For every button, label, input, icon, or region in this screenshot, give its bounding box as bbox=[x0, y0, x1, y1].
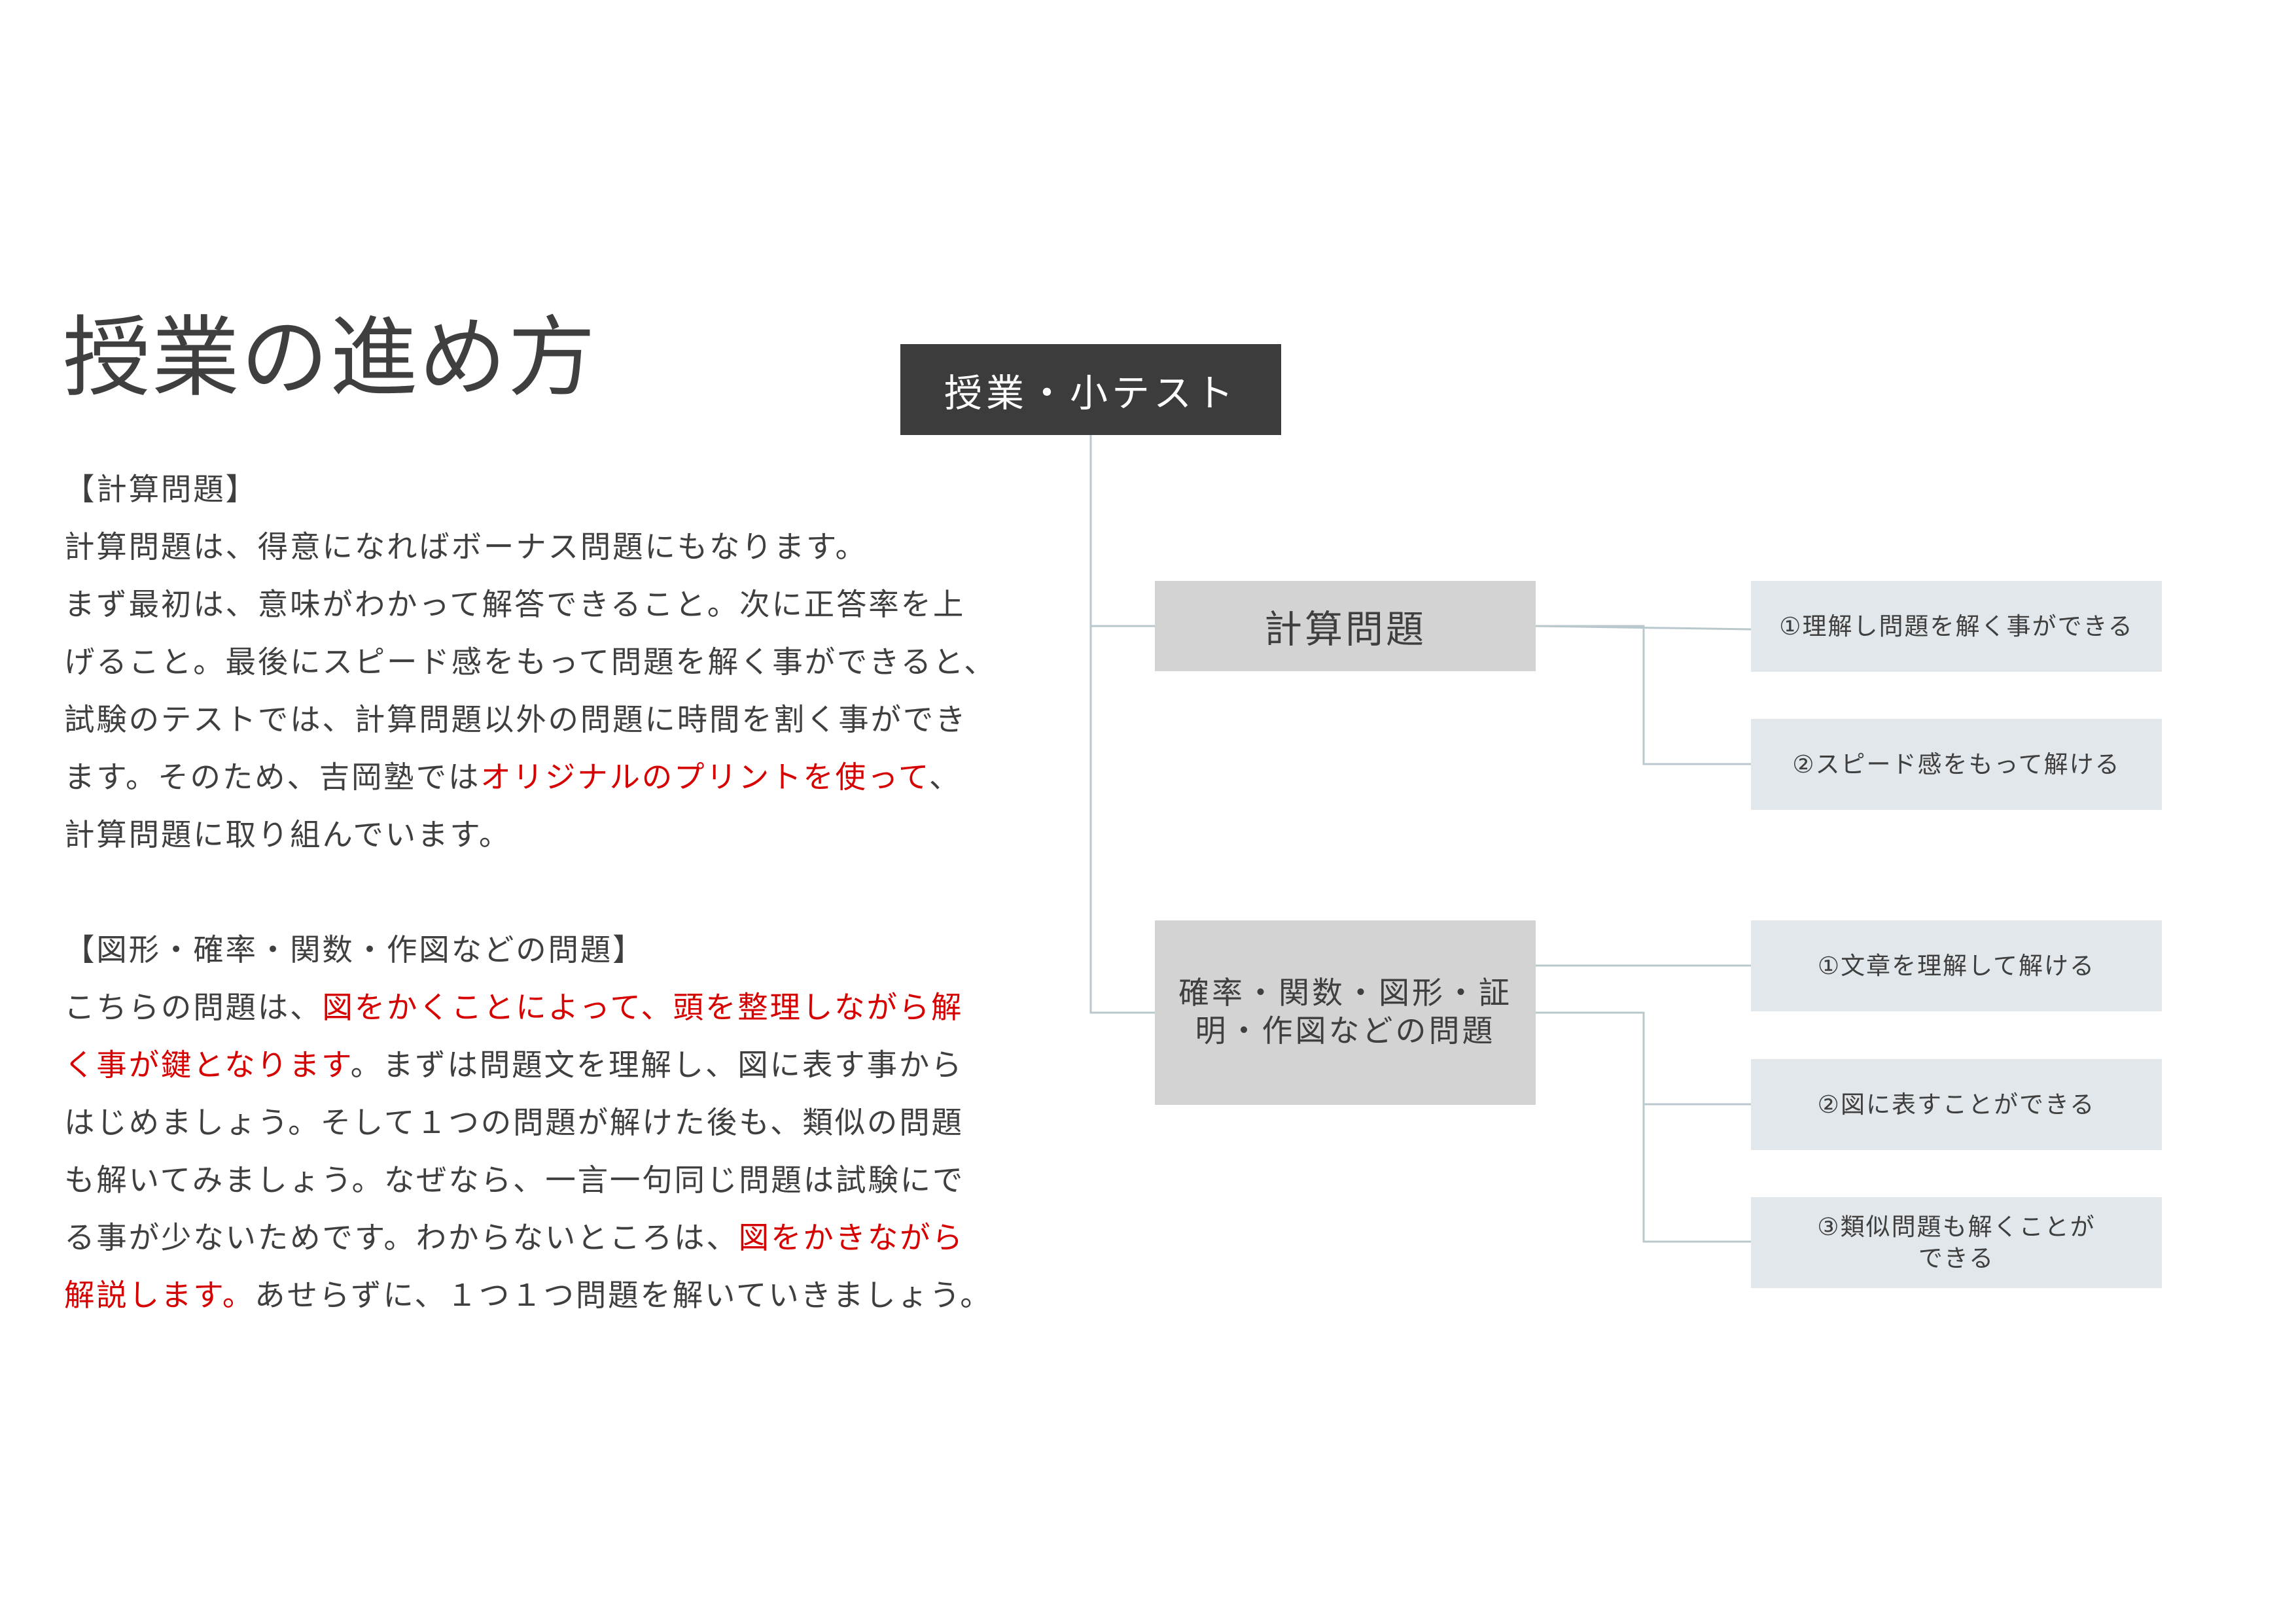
highlight-text: 図をかきながら bbox=[738, 1220, 964, 1255]
text-span: まず最初は、意味がわかって解答できること。次に正答率を上 bbox=[64, 587, 966, 622]
paragraph-line: まず最初は、意味がわかって解答できること。次に正答率を上 bbox=[64, 576, 1033, 633]
branch2-to-leaf2-line bbox=[1536, 1011, 1751, 1243]
leaf-node-draw-diagram: ②図に表すことができる bbox=[1751, 1059, 2162, 1150]
explanation-text: 【計算問題】 計算問題は、得意になればボーナス問題にもなります。 まず最初は、意… bbox=[64, 461, 1033, 1324]
paragraph-line: も解いてみましょう。なぜなら、一言一句同じ問題は試験にで bbox=[64, 1151, 1033, 1209]
paragraph-line: く事が鍵となります。まずは問題文を理解し、図に表す事から bbox=[64, 1036, 1033, 1094]
text-span: 。まずは問題文を理解し、図に表す事から bbox=[350, 1047, 964, 1083]
text-span: も解いてみましょう。なぜなら、一言一句同じ問題は試験にで bbox=[64, 1162, 965, 1198]
paragraph-line: こちらの問題は、図をかくことによって、頭を整理しながら解 bbox=[64, 979, 1033, 1036]
paragraph-line: 計算問題は、得意になればボーナス問題にもなります。 bbox=[64, 518, 1033, 576]
text-span: る事が少ないためです。わからないところは、 bbox=[64, 1220, 739, 1255]
page-title: 授業の進め方 bbox=[63, 307, 597, 409]
paragraph-line: ます。そのため、吉岡塾ではオリジナルのプリントを使って、 bbox=[64, 748, 1033, 806]
text-span: あせらずに、１つ１つ問題を解いていきましょう。 bbox=[255, 1278, 993, 1313]
leaf-node-solve-with-speed: ②スピード感をもって解ける bbox=[1751, 719, 2162, 810]
highlight-text: 解説します。 bbox=[64, 1278, 255, 1313]
paragraph-line: はじめましょう。そして１つの問題が解けた後も、類似の問題 bbox=[64, 1094, 1033, 1151]
highlight-text: オリジナルのプリントを使って bbox=[480, 759, 929, 795]
branch-label-line: 明・作図などの問題 bbox=[1195, 1013, 1496, 1049]
paragraph-line: る事が少ないためです。わからないところは、図をかきながら bbox=[64, 1209, 1033, 1266]
text-span: 、 bbox=[928, 759, 962, 795]
branch-node-calculation: 計算問題 bbox=[1155, 581, 1536, 671]
leaf-node-understand-and-solve: ①理解し問題を解く事ができる bbox=[1751, 581, 2162, 672]
highlight-text: く事が鍵となります bbox=[64, 1047, 351, 1083]
leaf-label-line: できる bbox=[1918, 1244, 1995, 1272]
root-trunk-line bbox=[1089, 435, 1155, 1014]
section-heading-geometry: 【図形・確率・関数・作図などの問題】 bbox=[64, 932, 645, 968]
branch1-to-leaf2-line bbox=[1536, 625, 1751, 765]
leaf-node-understand-text: ①文章を理解して解ける bbox=[1751, 920, 2162, 1011]
text-span: 試験のテストでは、計算問題以外の問題に時間を割く事ができ bbox=[64, 702, 968, 737]
paragraph-line: 計算問題に取り組んでいます。 bbox=[64, 806, 1033, 864]
text-span: ます。そのため、吉岡塾では bbox=[64, 759, 481, 795]
text-span: 計算問題に取り組んでいます。 bbox=[64, 817, 512, 852]
leaf-node-similar-problems: ③類似問題も解くことが できる bbox=[1751, 1197, 2162, 1288]
branch-label-line: 確率・関数・図形・証 bbox=[1178, 975, 1512, 1011]
paragraph-line: 試験のテストでは、計算問題以外の問題に時間を割く事ができ bbox=[64, 691, 1033, 748]
text-span: げること。最後にスピード感をもって問題を解く事ができると、 bbox=[64, 644, 997, 680]
paragraph-line: げること。最後にスピード感をもって問題を解く事ができると、 bbox=[64, 633, 1033, 691]
section-heading-calculation: 【計算問題】 bbox=[64, 472, 258, 507]
branch-node-geometry-problems: 確率・関数・図形・証 明・作図などの問題 bbox=[1155, 920, 1536, 1105]
leaf-label-line: ③類似問題も解くことが bbox=[1817, 1212, 2096, 1241]
paragraph-line: 解説します。あせらずに、１つ１つ問題を解いていきましょう。 bbox=[64, 1266, 1033, 1324]
text-span: 計算問題は、得意になればボーナス問題にもなります。 bbox=[64, 529, 868, 565]
text-span: こちらの問題は、 bbox=[64, 990, 323, 1025]
text-span: はじめましょう。そして１つの問題が解けた後も、類似の問題 bbox=[64, 1105, 964, 1140]
root-node-lesson-quiz: 授業・小テスト bbox=[900, 344, 1281, 435]
highlight-text: 図をかくことによって、頭を整理しながら解 bbox=[322, 990, 964, 1025]
